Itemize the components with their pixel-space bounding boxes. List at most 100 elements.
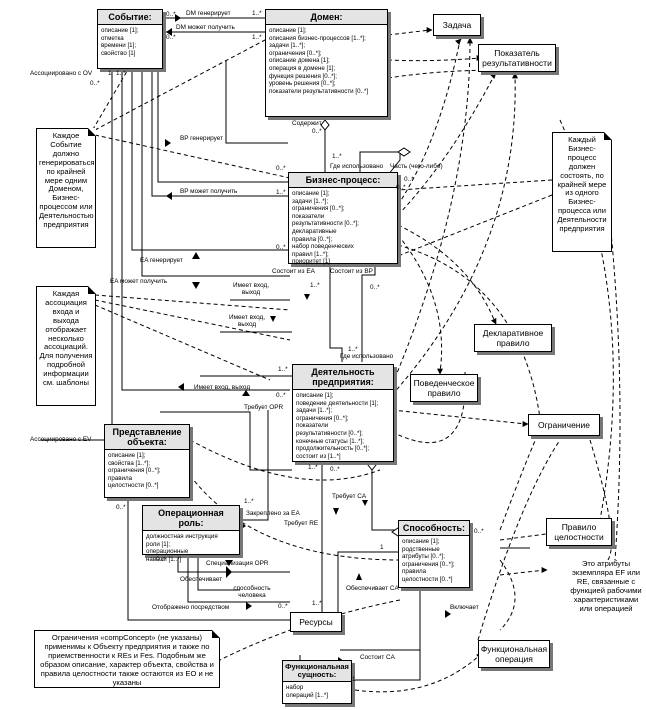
note-bp-consists: Каждый Бизнес-процесс должен состоять, п…	[552, 132, 612, 252]
attr: описание [1];	[108, 452, 146, 459]
multiplicity: 1..*	[312, 600, 322, 607]
attr: показатели	[296, 422, 329, 430]
multiplicity: 1..*	[310, 282, 320, 289]
attr: операций [1..*]	[286, 691, 329, 699]
multiplicity: 0..*	[90, 80, 100, 87]
attr: ограничения [0..*];	[292, 205, 345, 213]
attr: описание [1];	[101, 27, 139, 34]
label-requires-re: Требует RE	[284, 520, 319, 527]
attr: задачи [1..*];	[296, 407, 333, 415]
attr: приоритет [1]	[292, 258, 331, 266]
attr: операция в домене [1];	[269, 64, 336, 72]
attr: атрибуты [0..*];	[402, 553, 445, 561]
label-assigned-ea: Закреплено за EA	[246, 510, 300, 517]
attr: правил [1..*];	[292, 250, 329, 258]
attr: ограничения [0..*];	[108, 467, 161, 475]
attr: набор поведенческих	[292, 243, 354, 251]
attr: свойства [1..*];	[108, 459, 150, 467]
label-ea-generates: EA генерирует	[140, 257, 183, 264]
attr: свойство [1]	[101, 49, 136, 57]
box-functional-operation: Функциональная операция	[478, 640, 550, 668]
box-integrity-rule: Правило целостности	[546, 518, 612, 546]
class-ov-title: Представление объекта:	[105, 425, 189, 450]
attr: функция решения [0..*];	[269, 72, 337, 80]
multiplicity: 0..*	[474, 528, 484, 535]
label-contains: Содержит	[292, 120, 322, 127]
attr: навыки [1..*]	[146, 555, 182, 563]
multiplicity: 0..*	[116, 504, 126, 511]
multiplicity: 0..*	[276, 244, 286, 251]
multiplicity: 1..*	[278, 366, 288, 373]
multiplicity: 0..*	[156, 556, 166, 563]
attr: операционные	[146, 548, 189, 556]
multiplicity: 1..*	[348, 346, 358, 353]
attr: родственные	[402, 545, 440, 553]
label-requires-ca: Требует CA	[332, 493, 367, 500]
multiplicity: 0..*	[278, 603, 288, 610]
multiplicity: 1	[380, 544, 384, 551]
attr: правила [0..*];	[292, 235, 333, 243]
label-bp-generates: BP генерирует	[180, 135, 224, 142]
attr: описание домена [1];	[269, 57, 330, 65]
attr: описание [1];	[296, 392, 334, 399]
class-event-title: Событие:	[98, 10, 162, 25]
multiplicity: 0..*	[166, 34, 176, 41]
attr: результативности [0..*];	[292, 220, 359, 228]
attr: описание [1];	[292, 190, 330, 197]
multiplicity: 1..*	[252, 34, 262, 41]
box-behavioral-rule: Поведенческое правило	[410, 374, 478, 402]
attr: состоит из [1..*]	[296, 452, 341, 460]
attr: конечные статусы [1..*];	[296, 437, 364, 445]
attr: роли [1];	[146, 540, 171, 548]
multiplicity: 1..*	[116, 70, 126, 77]
class-enterprise-activity: Деятельность предприятия: описание [1]; …	[292, 364, 394, 462]
multiplicity: 1..*	[244, 498, 254, 505]
label-assoc-ov: Ассоциировано с OV	[30, 70, 93, 77]
class-capability: Способность: описание [1]; родственные а…	[398, 520, 470, 588]
class-fe-title: Функциональная сущность:	[283, 661, 351, 682]
class-domain-title: Домен:	[266, 10, 387, 25]
label-provides: Обеспечивает	[180, 576, 223, 583]
label-requires-opr: Требует OPR	[244, 404, 284, 411]
label-dm-generates: DM генерирует	[186, 10, 231, 17]
label-bp-may-receive: BP может получить	[180, 188, 238, 195]
attr: правила	[402, 568, 427, 576]
attr: показатели результативности [0..*]	[269, 87, 369, 95]
attr: продолжительность [0..*];	[296, 445, 370, 453]
attr: описание [1];	[402, 538, 440, 545]
note-compconcept: Ограничения «compConcept» (не указаны) п…	[34, 630, 220, 688]
attr: ограничения [0..*];	[296, 414, 349, 422]
label-human-ability: способность человека	[233, 585, 271, 600]
box-constraint: Ограничение	[528, 414, 600, 436]
attr: набор	[286, 684, 304, 691]
attr: поведение деятельности [1];	[296, 399, 379, 407]
attr: целостности [0..*]	[402, 575, 453, 583]
attr: ограничения [0..*];	[402, 560, 455, 568]
multiplicity: 1..*	[308, 464, 318, 471]
box-task: Задача	[433, 14, 481, 36]
label-ea-may-receive: EA может получить	[110, 278, 168, 285]
class-functional-entity: Функциональная сущность: набор операций …	[282, 660, 352, 704]
class-event: Событие: описание [1]; отметка времени […	[97, 9, 163, 69]
attr: декларативные	[292, 227, 337, 235]
label-assoc-ev: Ассоциировано с EV	[30, 436, 92, 443]
label-has-io-2: Имеет вход, выход	[228, 314, 266, 329]
attr: уровень решения [0..*];	[269, 80, 336, 88]
box-kpi: Показатель результативности	[478, 44, 556, 72]
attr: времени [1];	[101, 42, 137, 50]
multiplicity: 0..*	[330, 466, 340, 473]
label-consists-ea: Состоит из EA	[272, 268, 315, 275]
label-where-used-1: Где использовано	[330, 163, 384, 170]
note-io-association: Каждая ассоциация входа и выхода отображ…	[36, 286, 96, 406]
label-specialization-opr: Специализация OPR	[206, 560, 269, 567]
attr: результативности [0..*];	[296, 429, 363, 437]
multiplicity: 0..*	[312, 128, 322, 135]
multiplicity: 1..*	[332, 153, 342, 160]
multiplicity: 0..*	[276, 392, 286, 399]
label-mapped-by: Отображено посредством	[152, 604, 230, 611]
attr: показатели	[292, 212, 325, 220]
label-includes: Включает	[450, 604, 479, 611]
class-object-view: Представление объекта: описание [1]; сво…	[104, 424, 190, 498]
multiplicity: 1	[352, 676, 356, 683]
attr: описание [1];	[269, 27, 307, 34]
